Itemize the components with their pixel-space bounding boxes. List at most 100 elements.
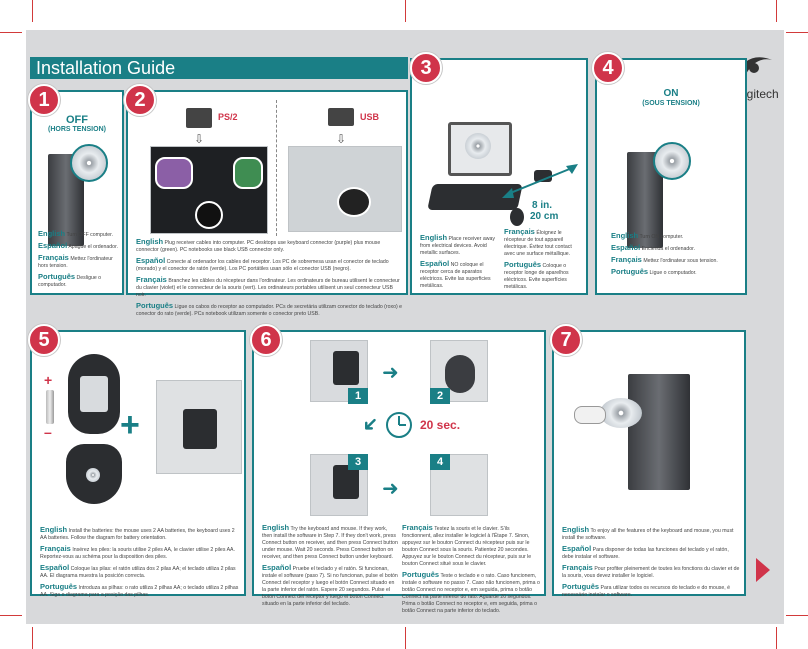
crop-mark [405, 0, 406, 22]
lang-label: English [136, 237, 164, 246]
step-2-text: English Plug receiver cables into comput… [136, 238, 404, 321]
instruction-text: Pour profiter pleinement de toutes les f… [562, 566, 740, 579]
crop-mark [786, 615, 808, 616]
instruction-text: NO coloque el receptor cerca de aparatos… [420, 262, 491, 289]
step-4-badge: 4 [592, 52, 624, 84]
page-title: Installation Guide [30, 57, 408, 79]
software-cd-icon [600, 398, 642, 428]
instruction-text: Pruebe el teclado y el ratón. Si funcion… [262, 566, 398, 607]
crop-mark [32, 627, 33, 649]
right-arrow-icon: ➜ [382, 362, 399, 384]
lang-label: Português [38, 272, 76, 281]
step-1-panel: OFF (HORS TENSION) English Turn OFF comp… [30, 90, 124, 295]
instruction-text: To enjoy all the features of the keyboar… [562, 528, 734, 541]
mouse-illustration [445, 355, 475, 393]
usb-connector-icon [337, 187, 371, 217]
keyboard-battery-illustration [156, 380, 242, 474]
logitech-logo-icon [465, 133, 491, 159]
instruction-text: Install the batteries: the mouse uses 2 … [40, 528, 235, 541]
instruction-text: Turn ON computer. [639, 234, 684, 240]
step-7-badge: 7 [550, 324, 582, 356]
lang-label: Français [504, 227, 535, 236]
distance-inches: 8 in. [532, 200, 553, 211]
instruction-text: Testez la souris et le clavier. S'ils fo… [402, 526, 532, 567]
lang-label: Español [420, 259, 450, 268]
down-arrow-icon: ⇩ [336, 132, 347, 146]
lang-label: Français [562, 563, 593, 572]
step-4-text: English Turn ON computer. Español Encien… [611, 232, 741, 280]
ps2-ports-illustration [150, 146, 268, 234]
usb-connector-icon [195, 201, 223, 229]
instruction-text: Desligue o computador. [38, 275, 102, 288]
monitor-illustration [448, 122, 512, 176]
instruction-text: Branchez les câbles du récepteur dans l'… [136, 278, 400, 298]
instruction-text: Éloignez le récepteur de tout appareil é… [504, 230, 572, 257]
instruction-text: Insérez les piles: la souris utilise 2 p… [40, 547, 235, 560]
instruction-text: Coloque las pilas: el ratón utiliza dos … [40, 566, 236, 579]
lang-label: Français [402, 523, 433, 532]
crop-mark [0, 32, 22, 33]
step-4-subheading: (SOUS TENSION) [642, 100, 700, 107]
lang-label: Português [504, 260, 542, 269]
step-7-panel: English To enjoy all the features of the… [552, 330, 746, 598]
step-6-text-left: English Try the keyboard and mouse. If t… [262, 524, 398, 611]
down-left-arrow-icon: ➜ [356, 410, 384, 438]
instruction-text: Place receiver away from electrical devi… [420, 236, 495, 256]
next-page-arrow-icon[interactable] [754, 556, 772, 584]
step-1-subheading: (HORS TENSION) [48, 126, 106, 133]
substep-3-label: 3 [348, 454, 368, 470]
battery-illustration [46, 390, 54, 424]
plus-sign: + [44, 372, 53, 388]
lang-label: Português [402, 570, 440, 579]
lang-label: English [420, 233, 448, 242]
lang-label: Português [136, 301, 174, 310]
instruction-text: Mettez l'ordinateur sous tension. [643, 258, 718, 264]
substep-2-label: 2 [430, 388, 450, 404]
wait-seconds-label: 20 sec. [420, 418, 461, 432]
keyboard-connector-icon [155, 157, 193, 189]
notebook-computer-icon [328, 108, 354, 126]
instruction-text: Teste o teclado e o rato. Caso funcionem… [402, 573, 540, 614]
lang-label: Français [136, 275, 167, 284]
receiver-illustration [333, 351, 359, 385]
instruction-text: Para disponer de todas las funciones del… [562, 547, 729, 560]
mouse-connector-icon [233, 157, 263, 189]
step-6-badge: 6 [250, 324, 282, 356]
divider-line [276, 100, 277, 236]
lang-label: Português [562, 582, 600, 591]
lang-label: Español [40, 563, 70, 572]
computer-tower [628, 374, 690, 490]
step-6-text-right: Français Testez la souris et le clavier.… [402, 524, 540, 618]
lang-label: Português [611, 267, 649, 276]
instruction-text: Introduza as pilhas: o rato utiliza 2 pi… [40, 585, 239, 598]
substep-1-label: 1 [348, 388, 368, 404]
distance-arrow-icon [502, 164, 578, 198]
step-2-panel: PS/2 USB ⇩ ⇩ English Plug receiver cable… [126, 90, 408, 317]
lang-label: Français [38, 253, 69, 262]
power-button-icon [653, 142, 691, 180]
step-3-text-right: Français Éloignez le récepteur de tout a… [504, 228, 584, 294]
instruction-text: Ligue os cabos do receptor ao computador… [136, 304, 403, 317]
lang-label: Português [40, 582, 78, 591]
step-4-heading: ON [663, 88, 679, 99]
step-5-panel: + – + English Install the batteries: the… [30, 330, 246, 598]
notebook-usb-illustration [288, 146, 402, 232]
step-1-text: English Turn OFF computer. Español Apagu… [38, 230, 122, 292]
instruction-text: Mettez l'ordinateur hors tension. [38, 256, 113, 269]
mouse-illustration [510, 208, 524, 226]
lang-label: Français [611, 255, 642, 264]
mouse-bottom-illustration [68, 354, 120, 434]
instruction-text: Para utilizar todos os recursos do tecla… [562, 585, 731, 598]
ps2-label: PS/2 [218, 112, 238, 122]
hand-illustration [574, 406, 606, 424]
battery-compartment [183, 409, 217, 449]
crop-mark [0, 615, 22, 616]
timer-icon [386, 412, 412, 438]
lang-label: Español [38, 241, 68, 250]
lang-label: Español [262, 563, 292, 572]
instruction-text: Coloque o receptor longe de aparelhos el… [504, 263, 569, 290]
lang-label: English [40, 525, 68, 534]
lang-label: Español [562, 544, 592, 553]
power-button-icon [70, 144, 108, 182]
minus-sign: – [44, 424, 52, 440]
